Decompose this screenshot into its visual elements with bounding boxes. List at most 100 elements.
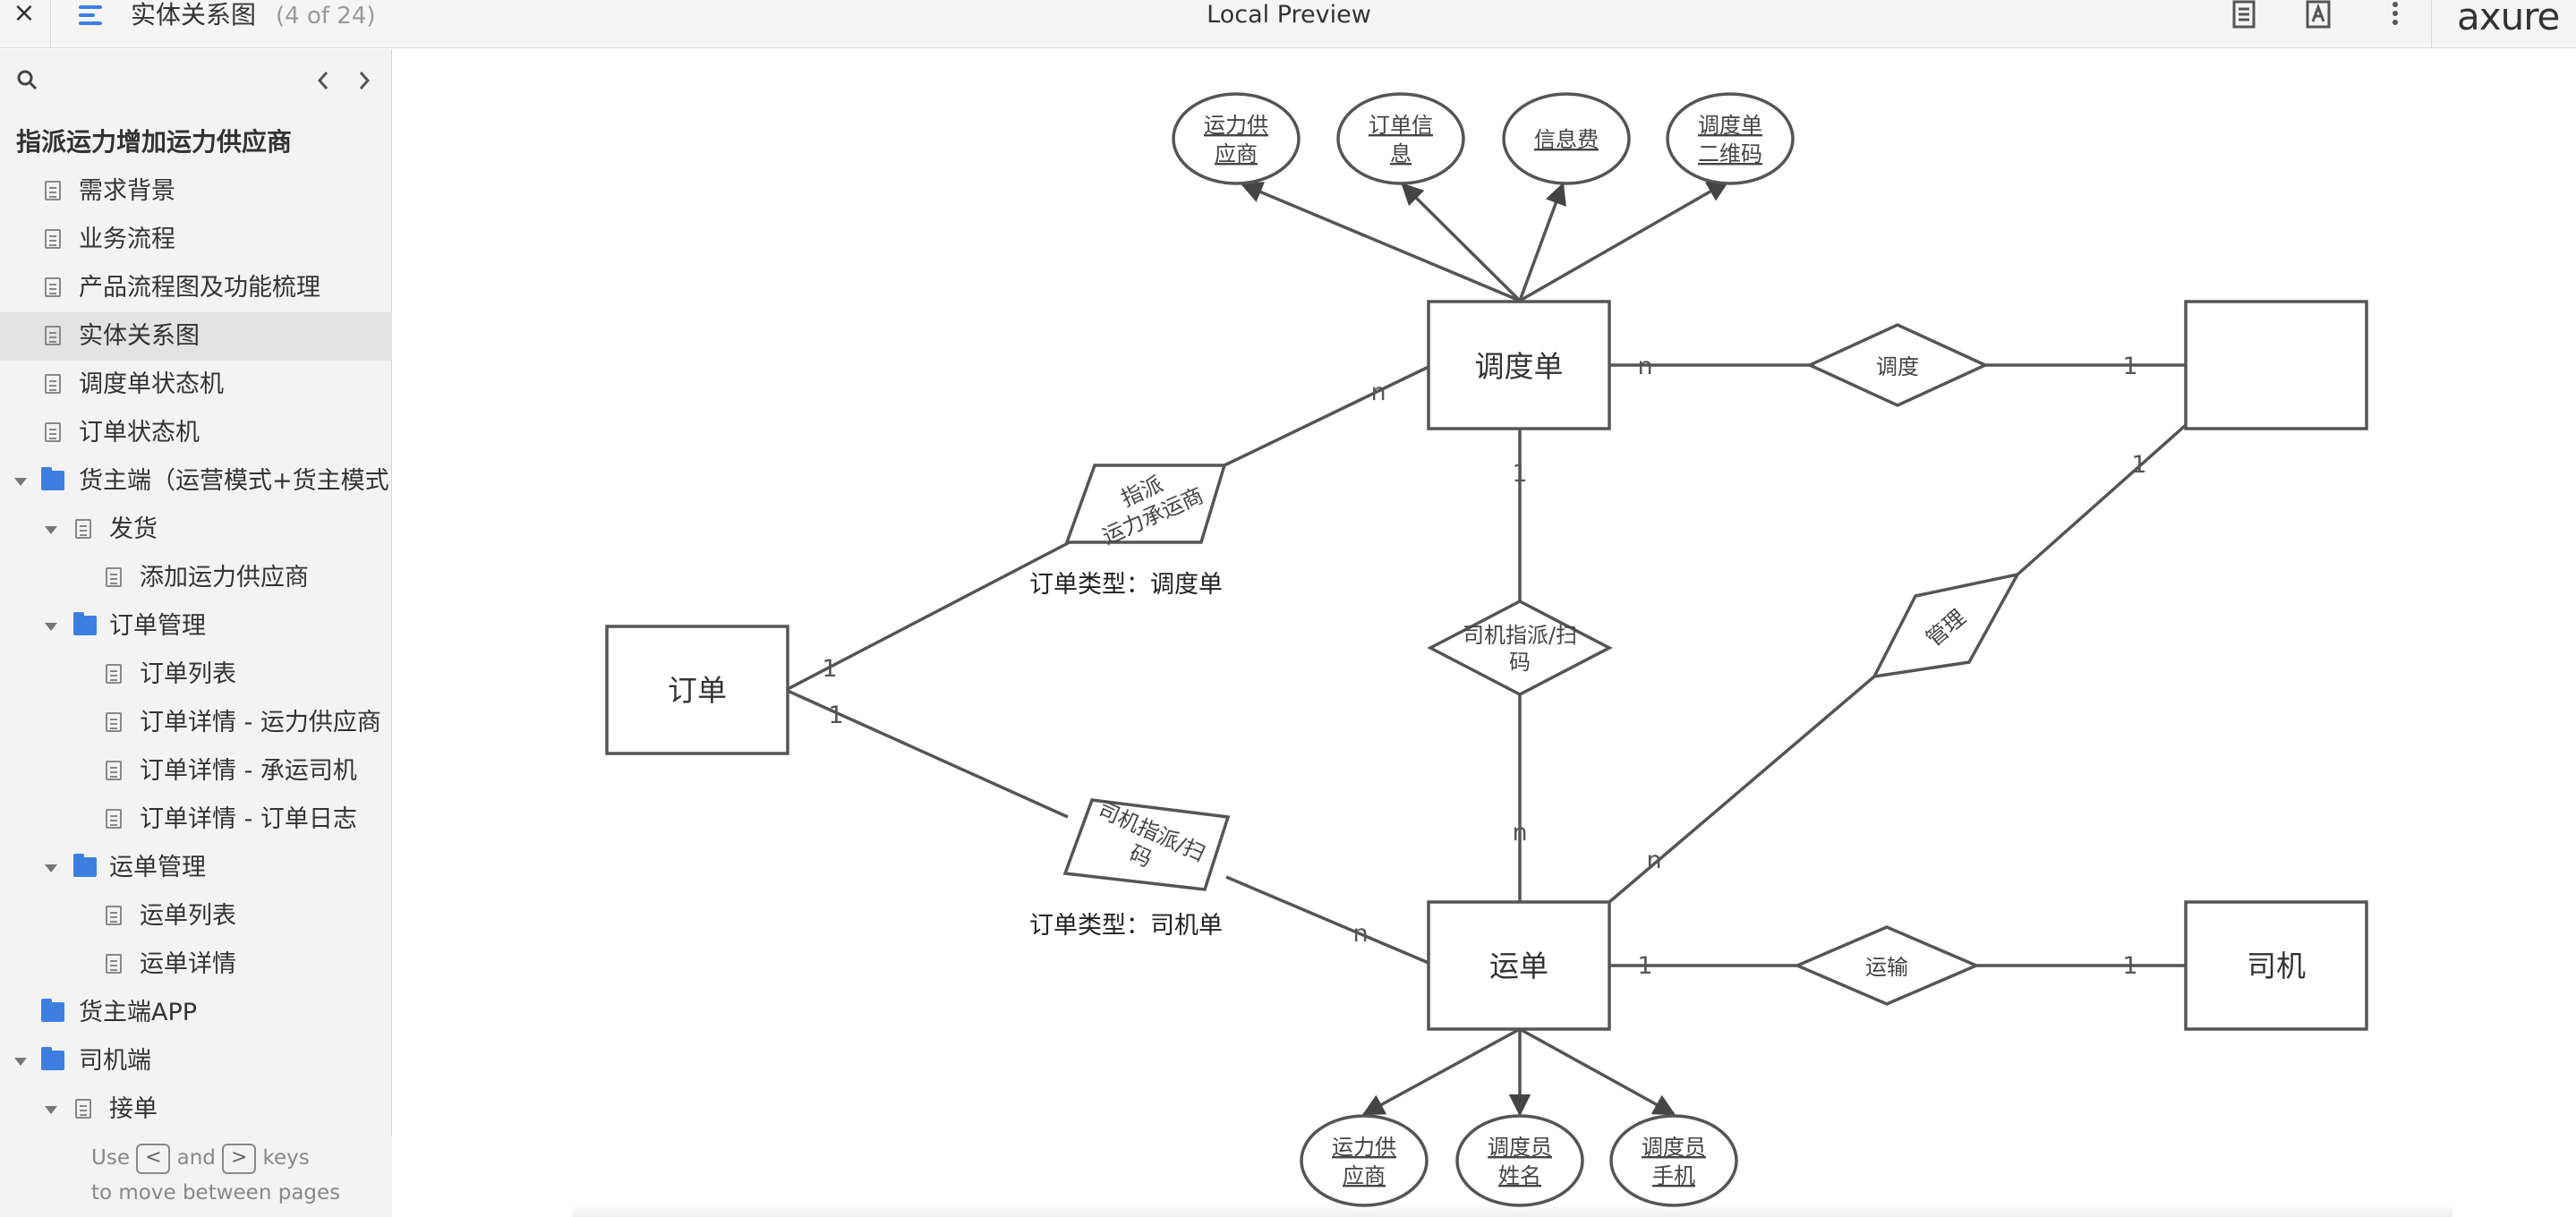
tree-item-folder[interactable]: 订单管理 <box>0 602 392 651</box>
page-icon <box>75 1099 91 1119</box>
keyboard-hint: Use < and > keys to move between pages <box>0 1136 392 1217</box>
key-prev: < <box>136 1143 171 1174</box>
sitemap-search <box>0 49 392 112</box>
tree-item-page[interactable]: 添加运力供应商 <box>0 554 392 602</box>
folder-icon <box>73 612 97 635</box>
entity-supplier <box>2184 300 2368 430</box>
cardinality-label: n <box>1352 920 1368 948</box>
attr-top-1-line2: 应商 <box>1215 141 1258 166</box>
attr-top-4-line1: 调度单 <box>1698 113 1762 138</box>
page-icon <box>106 906 122 925</box>
tree-item-page[interactable]: 订单状态机 <box>0 409 392 457</box>
cardinality-label: 1 <box>2122 952 2137 980</box>
tree-item-page[interactable]: 订单详情 - 订单日志 <box>0 796 392 844</box>
attribute-ellipse <box>1502 92 1631 185</box>
more-icon[interactable] <box>2379 0 2411 30</box>
folder-icon <box>41 467 64 490</box>
tree-item-label: 货主端（运营模式+货主模式 <box>79 467 389 495</box>
toolbar-divider <box>50 0 51 48</box>
cardinality-label: n <box>1646 847 1661 874</box>
attr-top-1-line1: 运力供 <box>1204 113 1268 138</box>
cardinality-label: 1 <box>822 655 837 683</box>
tree-item-label: 发货 <box>109 515 158 543</box>
tree-item-page[interactable]: 运单详情 <box>0 940 392 989</box>
current-page-name: 实体关系图 <box>131 0 257 30</box>
attribute-ellipse <box>1666 92 1795 185</box>
chevron-right-icon[interactable] <box>351 65 378 96</box>
cardinality-label: 1 <box>1637 952 1652 980</box>
caret-down-icon[interactable] <box>14 1058 27 1066</box>
page-icon <box>106 567 122 587</box>
entity-order <box>605 625 789 755</box>
entity-driver-label: 司机 <box>2247 949 2306 983</box>
page-count: (4 of 24) <box>276 3 376 30</box>
tree-item-label: 订单详情 - 运力供应商 <box>140 709 381 736</box>
tree-item-folder[interactable]: 货主端（运营模式+货主模式 <box>0 457 392 506</box>
tree-item-label: 业务流程 <box>79 226 175 253</box>
page-canvas: 调度单 运力供应 商 订单 运单 司机 调度 运输 司机指派/扫 码 指派 <box>394 49 2576 1217</box>
hint-and: and <box>176 1146 216 1170</box>
adapt-icon[interactable] <box>2302 0 2334 30</box>
tree-item-folder[interactable]: 货主端APP <box>0 989 392 1037</box>
folder-icon <box>73 854 97 877</box>
tree-item-label: 订单详情 - 承运司机 <box>140 757 357 785</box>
tree-item-page[interactable]: 订单列表 <box>0 651 392 699</box>
tree-item-page[interactable]: 需求背景 <box>0 167 392 216</box>
menu-icon[interactable] <box>75 4 106 29</box>
cardinality-label: n <box>1512 819 1527 847</box>
tree-item-label: 司机端 <box>79 1047 151 1075</box>
axure-logo: axure <box>2457 0 2560 38</box>
tree-item-page[interactable]: 订单详情 - 承运司机 <box>0 747 392 796</box>
relation-driver-assign-line1: 司机指派/扫 <box>1463 623 1577 648</box>
entity-waybill-label: 运单 <box>1489 949 1548 983</box>
caret-down-icon[interactable] <box>45 1106 57 1114</box>
attr-bottom-2-line1: 调度员 <box>1488 1135 1552 1160</box>
caret-down-icon[interactable] <box>14 478 27 486</box>
caret-down-icon[interactable] <box>45 864 57 872</box>
tree-item-page[interactable]: 调度单状态机 <box>0 361 392 409</box>
page-icon <box>106 809 122 829</box>
close-icon[interactable]: × <box>13 0 36 29</box>
tree-item-label: 货主端APP <box>79 999 198 1026</box>
attribute-ellipse <box>1336 92 1465 185</box>
page-icon <box>75 519 91 539</box>
project-title: 指派运力增加运力供应商 <box>16 127 293 157</box>
attribute-ellipse <box>1172 92 1301 185</box>
attr-bottom-2-line2: 姓名 <box>1498 1163 1541 1188</box>
page-icon <box>106 954 122 974</box>
tree-item-label: 接单 <box>109 1095 158 1123</box>
tree-item-label: 运单列表 <box>140 902 236 930</box>
cardinality-label: 1 <box>1512 460 1527 488</box>
bottom-shadow <box>573 1204 2452 1217</box>
sitemap-sidebar: 指派运力增加运力供应商 需求背景 业务流程 产品流程图及功能梳理 实体关系图 调… <box>0 49 392 1217</box>
tree-item-page-group[interactable]: 接单 <box>0 1085 392 1134</box>
tree-item-folder[interactable]: 司机端 <box>0 1037 392 1085</box>
tree-item-page-group[interactable]: 发货 <box>0 506 392 554</box>
note-dispatch-order-type: 订单类型：调度单 <box>1029 571 1223 599</box>
search-icon[interactable] <box>16 69 39 92</box>
relation-dispatch <box>1805 323 1990 407</box>
tree-item-label: 需求背景 <box>79 177 175 205</box>
page-icon <box>45 374 61 394</box>
tree-item-label: 订单状态机 <box>79 419 200 447</box>
caret-down-icon[interactable] <box>45 526 57 534</box>
tree-item-page-selected[interactable]: 实体关系图 <box>0 312 392 361</box>
tree-item-page[interactable]: 业务流程 <box>0 216 392 264</box>
cardinality-label: 1 <box>2131 451 2146 479</box>
attr-top-2-line1: 订单信 <box>1369 113 1433 138</box>
sitemap-tree: 需求背景 业务流程 产品流程图及功能梳理 实体关系图 调度单状态机 订单状态机 … <box>0 167 392 1161</box>
tree-item-page[interactable]: 产品流程图及功能梳理 <box>0 264 392 312</box>
hint-line2: to move between pages <box>91 1181 341 1204</box>
cardinality-label: n <box>1370 379 1386 406</box>
key-next: > <box>222 1143 257 1174</box>
attr-top-3: 信息费 <box>1534 127 1599 152</box>
chevron-left-icon[interactable] <box>310 65 337 96</box>
tree-item-folder[interactable]: 运单管理 <box>0 844 392 892</box>
tree-item-page[interactable]: 订单详情 - 运力供应商 <box>0 699 392 747</box>
caret-down-icon[interactable] <box>45 623 57 631</box>
page-icon <box>45 326 61 345</box>
page-icon <box>106 664 122 684</box>
notes-icon[interactable] <box>2227 0 2259 30</box>
folder-icon <box>41 999 64 1022</box>
tree-item-page[interactable]: 运单列表 <box>0 892 392 940</box>
